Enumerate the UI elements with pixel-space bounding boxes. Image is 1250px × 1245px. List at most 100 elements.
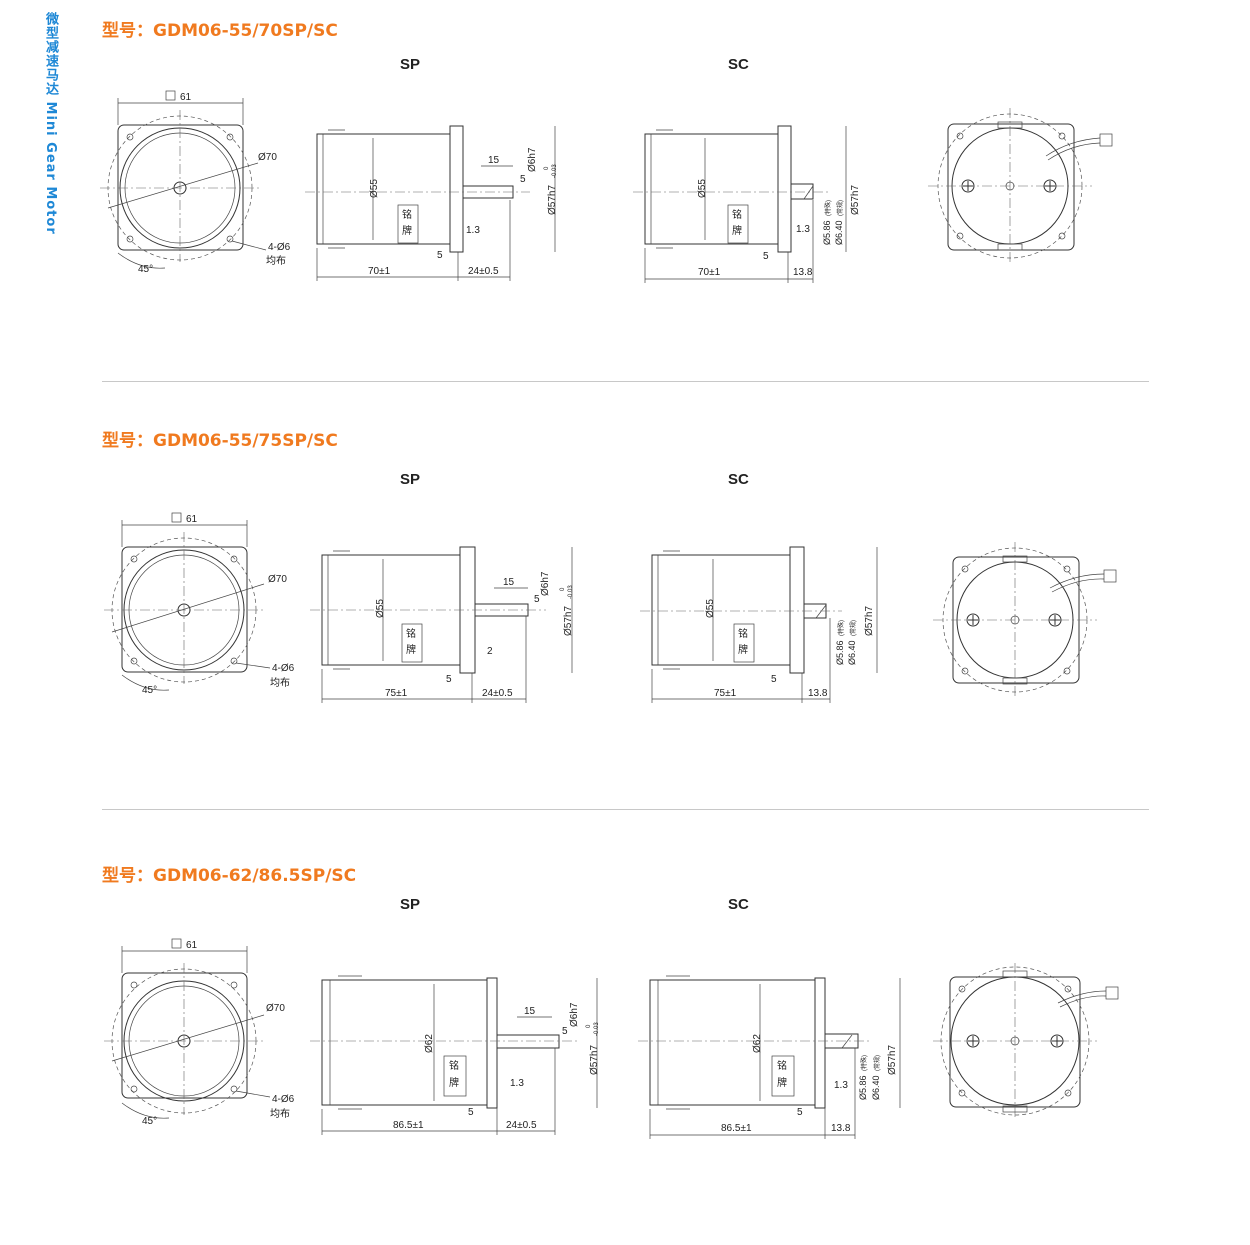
sp-shaft-dia: Ø6h7: [569, 1002, 580, 1027]
sp-gap-dim: 5: [446, 674, 452, 685]
flange-holes-note: 均布: [270, 677, 290, 689]
sc-d1-note: (特殊): [837, 620, 845, 636]
flange-circle-dim: Ø70: [258, 152, 277, 163]
flange-holes-dim: 4-Ø6: [272, 663, 295, 674]
model-title: 型号：GDM06-55/75SP/SC: [102, 431, 338, 451]
sp-pilot-tol-bot: -0.03: [568, 585, 574, 599]
sc-side-view: Ø55 铭 牌 Ø5.86 (特殊) Ø6.40 (常规) Ø57h7 5 75…: [640, 546, 878, 703]
sc-d1: Ø5.86: [858, 1075, 868, 1100]
sc-nameplate-char-2: 牌: [777, 1076, 787, 1089]
nameplate-char-2: 牌: [406, 643, 416, 656]
flange-holes-note: 均布: [266, 255, 286, 267]
sp-pilot-tol-top: 0: [560, 587, 566, 591]
sp-step-dim: 1.3: [466, 225, 480, 236]
sp-body-dia: Ø62: [424, 1034, 435, 1053]
sc-length-dim: 70±1: [698, 267, 721, 278]
side-label: 微型减速马达 Mini Gear Motor: [43, 12, 58, 235]
flange-square-dim: 61: [180, 92, 192, 103]
sp-pilot-tol-top: 0: [586, 1024, 592, 1028]
sp-ext-dim: 24±0.5: [506, 1120, 537, 1131]
sc-ext-dim: 13.8: [793, 267, 813, 278]
sp-pilot-tol-top: 0: [544, 166, 550, 170]
sc-ext-dim: 13.8: [808, 688, 828, 699]
model-title: 型号：GDM06-62/86.5SP/SC: [102, 866, 357, 886]
flange-circle-dim: Ø70: [268, 574, 287, 585]
rear-view: [928, 108, 1113, 264]
view-label-sc: SC: [728, 56, 749, 73]
sp-ext-dim: 24±0.5: [468, 266, 499, 277]
sc-gap-dim: 5: [763, 251, 769, 262]
sc-pilot-dia: Ø57h7: [850, 185, 861, 215]
model-section-3: 型号：GDM06-62/86.5SP/SC SP SC 61 Ø70 4-Ø6 …: [0, 845, 1250, 1245]
flange-angle: 45°: [142, 685, 157, 696]
model-title: 型号：GDM06-55/70SP/SC: [102, 21, 338, 41]
sc-body-dia: Ø62: [752, 1034, 763, 1053]
sp-length-dim: 75±1: [385, 688, 408, 699]
sp-flat-dim: 5: [534, 594, 540, 605]
sp-pilot-dia: Ø57h7: [589, 1045, 600, 1075]
sp-body-dia: Ø55: [369, 179, 380, 198]
drawing-3: 61 Ø70 4-Ø6 均布 45° Ø62: [104, 938, 1119, 1139]
view-label-sp: SP: [400, 56, 421, 73]
sc-d2-note: (常规): [836, 200, 844, 216]
sp-step-dim: 2: [487, 646, 493, 657]
sc-d2: Ø6.40: [847, 640, 857, 665]
sc-d2-note: (常规): [873, 1055, 881, 1071]
sp-key-dim: 15: [488, 155, 500, 166]
flange-angle: 45°: [138, 264, 153, 275]
flange-front-view: 61 Ø70 4-Ø6 均布 45°: [100, 90, 291, 275]
drawing-2: 61 Ø70 4-Ø6 均布 45° Ø55: [104, 512, 1117, 703]
flange-front-view: 61 Ø70 4-Ø6 均布 45°: [104, 512, 295, 696]
sc-nameplate-char-1: 铭: [732, 208, 742, 221]
sp-length-dim: 70±1: [368, 266, 391, 277]
flange-angle: 45°: [142, 1116, 157, 1127]
sc-gap-dim: 5: [771, 674, 777, 685]
sp-key-dim: 15: [503, 577, 515, 588]
rear-view: [933, 542, 1117, 698]
section-divider: [102, 381, 1149, 382]
view-label-sc: SC: [728, 896, 749, 913]
flange-holes-dim: 4-Ø6: [268, 242, 291, 253]
sc-step-dim: 1.3: [796, 224, 810, 235]
sp-pilot-dia: Ø57h7: [563, 606, 574, 636]
flange-square-dim: 61: [186, 940, 198, 951]
sc-d1: Ø5.86: [835, 640, 845, 665]
sc-side-view: Ø55 铭 牌 Ø5.86 (特殊) Ø6.40 (常规) Ø57h7 1.3 …: [633, 125, 861, 283]
section-divider: [102, 809, 1149, 810]
sp-side-view: Ø55 铭 牌 15 5 Ø6h7 Ø57h7 0 -0.03 1.3 5 70…: [305, 125, 558, 281]
nameplate-char-2: 牌: [449, 1076, 459, 1089]
sc-d1-note: (特殊): [824, 200, 832, 216]
nameplate-char-1: 铭: [402, 208, 412, 221]
flange-holes-note: 均布: [270, 1108, 290, 1120]
sp-side-view: Ø62 铭 牌 15 5 Ø6h7 Ø57h7 0 -0.03 1.3 5 86…: [310, 975, 600, 1135]
sc-body-dia: Ø55: [697, 179, 708, 198]
sc-gap-dim: 5: [797, 1107, 803, 1118]
sp-length-dim: 86.5±1: [393, 1120, 424, 1131]
sp-gap-dim: 5: [437, 250, 443, 261]
nameplate-char-1: 铭: [406, 627, 416, 640]
sc-length-dim: 75±1: [714, 688, 737, 699]
view-label-sp: SP: [400, 471, 421, 488]
sc-length-dim: 86.5±1: [721, 1123, 752, 1134]
nameplate-char-1: 铭: [449, 1059, 459, 1072]
sc-side-view: Ø62 铭 牌 Ø5.86 (特殊) Ø6.40 (常规) Ø57h7 1.3 …: [638, 975, 901, 1139]
sc-nameplate-char-2: 牌: [732, 224, 742, 237]
sc-d1: Ø5.86: [822, 220, 832, 245]
sc-step-dim: 1.3: [834, 1080, 848, 1091]
model-section-1: 型号：GDM06-55/70SP/SC SP SC 61 Ø70 4-Ø6 均布: [0, 0, 1250, 400]
sc-d2: Ø6.40: [871, 1075, 881, 1100]
nameplate-char-2: 牌: [402, 224, 412, 237]
sp-ext-dim: 24±0.5: [482, 688, 513, 699]
model-section-2: 型号：GDM06-55/75SP/SC SP SC 61 Ø70 4-Ø6 均布…: [0, 410, 1250, 810]
sc-d2-note: (常规): [849, 620, 857, 636]
flange-square-dim: 61: [186, 514, 198, 525]
sp-flat-dim: 5: [520, 174, 526, 185]
sp-gap-dim: 5: [468, 1107, 474, 1118]
view-label-sc: SC: [728, 471, 749, 488]
sc-pilot-dia: Ø57h7: [887, 1045, 898, 1075]
sp-side-view: Ø55 铭 牌 15 5 Ø6h7 Ø57h7 0 -0.03 2 5 75±1…: [310, 546, 574, 703]
sc-ext-dim: 13.8: [831, 1123, 851, 1134]
sp-flat-dim: 5: [562, 1026, 568, 1037]
sp-shaft-dia: Ø6h7: [527, 147, 538, 172]
rear-view: [933, 963, 1119, 1120]
